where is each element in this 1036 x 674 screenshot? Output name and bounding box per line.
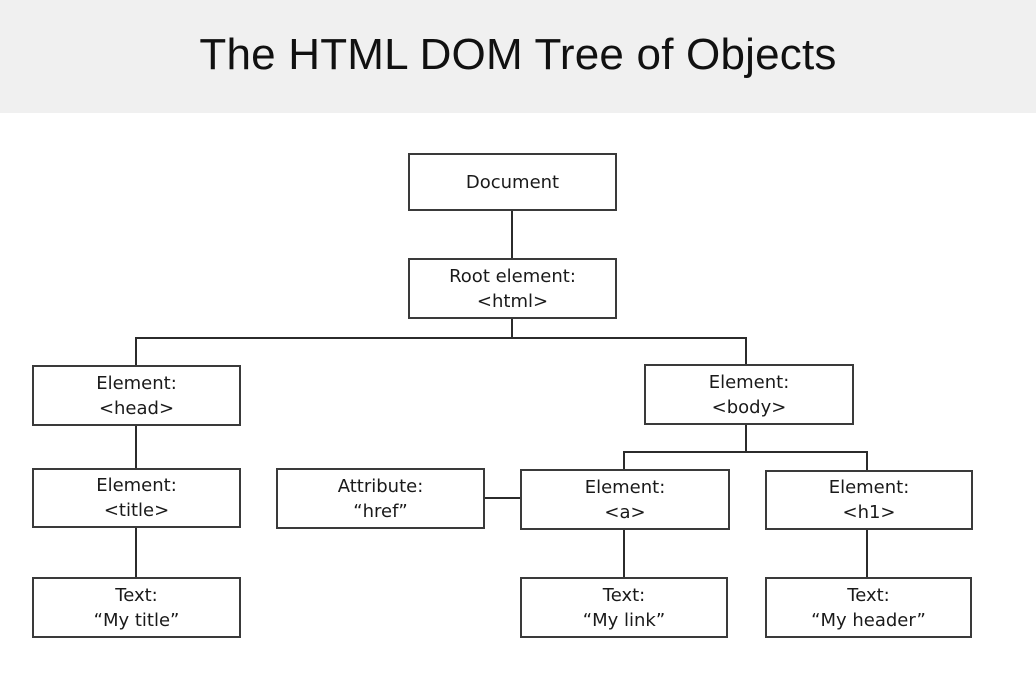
edge-anchor-to-text bbox=[623, 529, 625, 577]
node-text-my-link[interactable]: Text: “My link” bbox=[520, 577, 728, 638]
node-document-line1: Document bbox=[465, 171, 560, 193]
node-element-body-line2: <body> bbox=[711, 396, 787, 418]
node-attribute-href[interactable]: Attribute: “href” bbox=[276, 468, 485, 529]
edge-body-stem bbox=[745, 424, 747, 452]
edge-attribute-to-anchor bbox=[485, 497, 521, 499]
node-element-title-line1: Element: bbox=[96, 475, 177, 496]
edge-bus-to-head bbox=[135, 337, 137, 365]
node-root-html-line1: Root element: bbox=[449, 265, 576, 287]
node-element-a-line1: Element: bbox=[584, 476, 666, 498]
edge-bus-to-anchor bbox=[623, 451, 625, 469]
slide-header-band: The HTML DOM Tree of Objects bbox=[0, 0, 1036, 113]
node-text-my-header-line1: Text: bbox=[847, 584, 890, 606]
dom-tree-diagram: Document Root element: <html> Element: <… bbox=[0, 113, 1036, 674]
page-title: The HTML DOM Tree of Objects bbox=[199, 30, 837, 79]
edge-root-bus bbox=[135, 337, 747, 339]
node-element-body-line1: Element: bbox=[708, 371, 790, 393]
node-root-html-line2: <html> bbox=[476, 290, 549, 312]
node-element-head-line2: <head> bbox=[98, 397, 175, 419]
node-text-my-link-line2: “My link” bbox=[582, 609, 666, 631]
node-element-title[interactable]: Element: <title> bbox=[32, 468, 241, 528]
edge-document-to-root bbox=[511, 210, 513, 258]
node-text-my-link-line1: Text: bbox=[602, 584, 646, 606]
node-element-a-line2: <a> bbox=[604, 501, 646, 523]
node-text-my-header[interactable]: Text: “My header” bbox=[765, 577, 972, 638]
node-root-html[interactable]: Root element: <html> bbox=[408, 258, 617, 319]
node-text-my-title-line1: Text: bbox=[115, 584, 158, 606]
node-document[interactable]: Document bbox=[408, 153, 617, 211]
node-attribute-href-line1: Attribute: bbox=[337, 475, 424, 497]
edge-bus-to-body bbox=[745, 337, 747, 364]
edge-bus-to-h1 bbox=[866, 451, 868, 470]
node-text-my-header-line2: “My header” bbox=[811, 609, 926, 631]
node-element-body[interactable]: Element: <body> bbox=[644, 364, 854, 425]
node-text-my-title-line2: “My title” bbox=[93, 609, 180, 631]
node-element-a[interactable]: Element: <a> bbox=[520, 469, 730, 530]
node-element-h1[interactable]: Element: <h1> bbox=[765, 470, 973, 530]
node-element-h1-line1: Element: bbox=[828, 477, 910, 498]
edge-title-to-text bbox=[135, 527, 137, 577]
node-element-title-line2: <title> bbox=[103, 500, 170, 521]
edge-body-bus bbox=[623, 451, 868, 453]
edge-h1-to-text bbox=[866, 530, 868, 577]
node-text-my-title[interactable]: Text: “My title” bbox=[32, 577, 241, 638]
node-element-head[interactable]: Element: <head> bbox=[32, 365, 241, 426]
edge-head-to-title bbox=[135, 425, 137, 469]
node-attribute-href-line2: “href” bbox=[353, 500, 408, 522]
node-element-h1-line2: <h1> bbox=[842, 502, 896, 523]
node-element-head-line1: Element: bbox=[96, 372, 177, 394]
edge-root-stem bbox=[511, 318, 513, 338]
